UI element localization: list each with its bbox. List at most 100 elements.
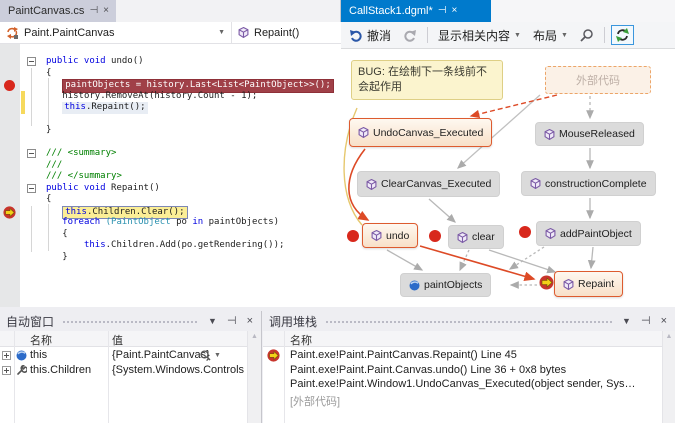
pin-icon[interactable]: ⊣ [89, 5, 99, 16]
window-menu-icon[interactable]: ▼ [208, 316, 217, 326]
type-combo[interactable]: Paint.PaintCanvas ▼ [0, 22, 232, 43]
pin-icon[interactable]: ⊣ [226, 315, 237, 327]
outline-collapse-box[interactable] [27, 149, 36, 158]
tab-paintcanvas[interactable]: PaintCanvas.cs ⊣ × [0, 0, 116, 22]
autos-header[interactable]: 自动窗口 ▼ ⊣ × [0, 311, 261, 331]
layout-label: 布局 [532, 28, 557, 43]
method-icon [238, 27, 249, 38]
callstack-frame-row[interactable]: Paint.exe!Paint.PaintCanvas.Repaint() Li… [263, 349, 675, 364]
bottom-area: 自动窗口 ▼ ⊣ × 名称 值 this{Paint.PaintCanvas}▼… [0, 311, 675, 423]
chevron-down-icon: ▼ [560, 31, 568, 39]
expander-plus-icon[interactable] [2, 366, 11, 375]
callstack-frame-row[interactable]: [外部代码] [263, 393, 675, 408]
callstack-column-header[interactable]: 名称 [263, 331, 675, 347]
node-clear[interactable]: clear [448, 225, 504, 249]
variable-value: {Paint.PaintCanvas} [112, 349, 210, 361]
member-combo[interactable]: Repaint() [232, 22, 305, 43]
visualizer-button[interactable]: ▼ [200, 350, 221, 361]
breakpoint-icon[interactable] [429, 230, 441, 242]
breakpoint-gutter[interactable] [0, 44, 20, 307]
layout-button[interactable]: 布局 ▼ [529, 25, 572, 46]
node-addpaintobject[interactable]: addPaintObject [536, 221, 641, 246]
breakpoint-icon[interactable] [347, 230, 359, 242]
node-paintobjects[interactable]: paintObjects [400, 273, 492, 297]
method-icon [545, 228, 556, 239]
current-statement-icon[interactable] [3, 205, 16, 219]
graph-edges [343, 94, 596, 289]
close-icon[interactable]: × [451, 5, 458, 16]
graph-tabstrip: CallStack1.dgml* ⊣ × [341, 0, 675, 22]
callstack-frame-row[interactable]: Paint.exe!Paint.Window1.UndoCanvas_Execu… [263, 378, 675, 393]
method-icon [530, 178, 541, 189]
callstack-scrollbar[interactable]: ▲ [662, 331, 675, 423]
code-line[interactable]: foreach (PaintObject po in paintObjects) [62, 217, 280, 227]
code-line[interactable]: public void Repaint() [46, 182, 160, 193]
chevron-down-icon[interactable]: ▼ [214, 352, 221, 359]
code-line[interactable]: /// [46, 159, 63, 170]
expander-plus-icon[interactable] [2, 351, 11, 360]
close-icon[interactable]: × [103, 5, 109, 16]
node-external-code[interactable]: 外部代码 [545, 66, 651, 94]
drag-grip[interactable] [325, 318, 613, 324]
code-line[interactable]: { [62, 228, 68, 239]
outline-guide [31, 68, 32, 126]
current-frame-icon [267, 349, 280, 362]
col-value[interactable]: 值 [112, 335, 123, 347]
breakpoint-icon[interactable] [519, 226, 531, 238]
callstack-header[interactable]: 调用堆栈 ▼ ⊣ × [263, 311, 675, 331]
variable-value: {System.Windows.Controls [112, 364, 245, 376]
autos-column-header[interactable]: 名称 值 [0, 331, 261, 347]
node-clearcanvas-executed[interactable]: ClearCanvas_Executed [357, 171, 501, 197]
pan-zoom-button[interactable] [576, 26, 598, 44]
callstack-frame-row[interactable]: Paint.exe!Paint.Paint.Canvas.undo() Line… [263, 364, 675, 379]
code-line[interactable]: paintObjects = history.Last<List<PaintOb… [46, 79, 334, 93]
code-line[interactable]: this.Children.Clear(); [46, 205, 188, 219]
code-line[interactable]: this.Children.Add(po.getRendering()); [83, 240, 285, 250]
node-constructioncomplete[interactable]: constructionComplete [521, 171, 656, 196]
pin-icon[interactable]: ⊣ [640, 315, 651, 327]
code-line[interactable]: public void undo() [46, 56, 144, 66]
autos-row[interactable]: this.Children{System.Windows.Controls [0, 364, 261, 379]
tab-callstack-dgml[interactable]: CallStack1.dgml* ⊣ × [341, 0, 491, 22]
code-line[interactable]: } [46, 125, 52, 135]
node-undo[interactable]: undo [362, 223, 419, 248]
outline-collapse-box[interactable] [27, 57, 36, 66]
code-line[interactable]: { [46, 67, 52, 78]
col-name[interactable]: 名称 [290, 335, 312, 347]
node-mousereleased[interactable]: MouseReleased [535, 122, 644, 146]
node-undocanvas-executed[interactable]: UndoCanvas_Executed [349, 118, 493, 147]
autos-rows: this{Paint.PaintCanvas}▼this.Children{Sy… [0, 347, 261, 423]
pin-icon[interactable]: ⊣ [437, 5, 447, 16]
method-icon [457, 231, 468, 243]
autos-row[interactable]: this{Paint.PaintCanvas}▼ [0, 349, 261, 364]
code-line[interactable]: /// </summary> [46, 171, 122, 181]
autos-title: 自动窗口 [6, 314, 55, 329]
magnifier-icon[interactable] [200, 350, 211, 361]
code-area[interactable]: public void undo(){ paintObjects = histo… [0, 44, 341, 307]
top-area: PaintCanvas.cs ⊣ × Paint.PaintCanvas ▼ [0, 0, 675, 307]
close-icon[interactable]: × [246, 315, 253, 327]
redo-button[interactable] [399, 27, 421, 44]
col-name[interactable]: 名称 [30, 335, 52, 347]
show-related-button[interactable]: 显示相关内容 ▼ [434, 25, 525, 46]
code-line[interactable]: this.Repaint(); [62, 102, 148, 114]
window-menu-icon[interactable]: ▼ [622, 316, 631, 326]
method-icon [371, 230, 382, 241]
breakpoint-icon[interactable] [4, 80, 15, 91]
bug-annotation[interactable]: BUG: 在绘制下一条线前不会起作用 [351, 60, 503, 100]
method-icon [563, 278, 574, 290]
code-line[interactable]: /// <summary> [46, 148, 117, 158]
change-tracking-bar [21, 90, 25, 102]
undo-button[interactable]: 撤消 [345, 25, 395, 46]
code-line[interactable]: history.RemoveAt(history.Count - 1); [62, 90, 258, 101]
sync-toggle-button[interactable] [610, 25, 634, 45]
outline-collapse-box[interactable] [27, 183, 36, 193]
close-icon[interactable]: × [660, 315, 667, 327]
drag-grip[interactable] [62, 318, 199, 324]
code-line[interactable]: } [62, 251, 68, 262]
editor-tabstrip: PaintCanvas.cs ⊣ × [0, 0, 340, 22]
node-repaint[interactable]: Repaint [554, 271, 624, 297]
autos-scrollbar[interactable]: ▲ [247, 331, 261, 423]
code-line[interactable]: { [46, 194, 52, 204]
